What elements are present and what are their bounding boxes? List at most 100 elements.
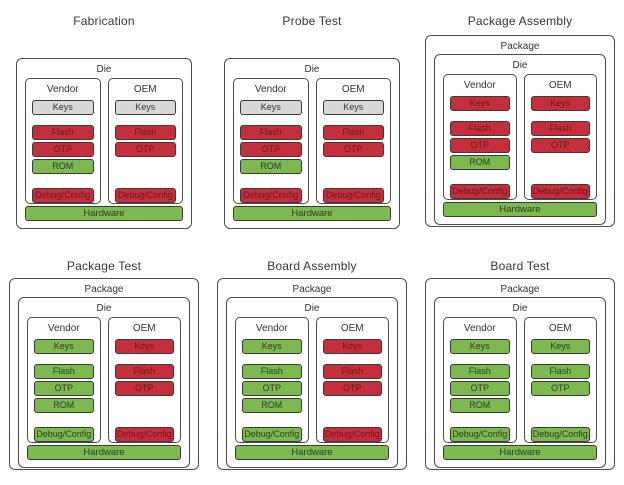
die-label: Die — [96, 303, 112, 314]
vendor-flash-block: Flash — [240, 125, 302, 140]
oem-box: OEM Keys Flash OTP ROM Debug/Config — [315, 317, 389, 443]
hardware-block: Hardware — [443, 202, 597, 217]
oem-debug-config-block: Debug/Config — [114, 427, 174, 442]
vendor-box: Vendor Keys Flash OTP ROM Debug/Config — [233, 78, 309, 204]
vendor-keys-block: Keys — [450, 96, 510, 111]
stage-title: Package Test — [66, 259, 142, 273]
vendor-rom-block: ROM — [240, 159, 302, 174]
package-box: Package Die Vendor Keys Flash OTP ROM De… — [16, 58, 192, 229]
oem-label: OEM — [341, 84, 365, 95]
oem-otp-block: OTP — [530, 138, 590, 153]
oem-keys-block: Keys — [322, 339, 382, 354]
stage-title: Probe Test — [282, 14, 342, 28]
vendor-keys-block: Keys — [240, 100, 302, 115]
oem-label: OEM — [133, 84, 157, 95]
oem-keys-block: Keys — [114, 339, 174, 354]
stage-cell: Board Test Package Die Vendor Keys Flash… — [416, 243, 624, 485]
die-columns: Vendor Keys Flash OTP ROM Debug/Config O… — [443, 74, 597, 200]
vendor-otp-block: OTP — [32, 142, 94, 157]
vendor-debug-config-block: Debug/Config — [450, 184, 510, 199]
vendor-label: Vendor — [463, 323, 496, 334]
oem-otp-block: OTP — [322, 142, 384, 157]
oem-otp-block: OTP — [114, 381, 174, 396]
vendor-label: Vendor — [255, 323, 288, 334]
hardware-block: Hardware — [233, 206, 391, 221]
die-label: Die — [512, 60, 528, 71]
package-label: Package — [292, 284, 332, 295]
vendor-otp-block: OTP — [450, 381, 510, 396]
oem-label: OEM — [132, 323, 156, 334]
die-label: Die — [304, 64, 320, 75]
oem-keys-block: Keys — [114, 100, 176, 115]
die-box: Die Vendor Keys Flash OTP ROM Debug/Conf… — [226, 297, 398, 468]
package-label: Package — [84, 284, 124, 295]
die-box: Die Vendor Keys Flash OTP ROM Debug/Conf… — [224, 58, 400, 229]
die-columns: Vendor Keys Flash OTP ROM Debug/Config O… — [25, 78, 183, 204]
vendor-debug-config-block: Debug/Config — [32, 188, 94, 203]
vendor-box: Vendor Keys Flash OTP ROM Debug/Config — [27, 317, 101, 443]
vendor-label: Vendor — [47, 323, 80, 334]
oem-flash-block: Flash — [530, 364, 590, 379]
die-columns: Vendor Keys Flash OTP ROM Debug/Config O… — [443, 317, 597, 443]
stage-cell: Package Assembly Package Die Vendor Keys… — [416, 0, 624, 243]
stage-cell: Package Test Package Die Vendor Keys Fla… — [0, 243, 208, 485]
oem-box: OEM Keys Flash OTP ROM Debug/Config — [523, 74, 597, 200]
oem-otp-block: OTP — [322, 381, 382, 396]
vendor-flash-block: Flash — [450, 121, 510, 136]
package-box: Package Die Vendor Keys Flash OTP ROM De… — [9, 278, 199, 470]
oem-box: OEM Keys Flash OTP ROM Debug/Config — [107, 317, 181, 443]
die-box: Die Vendor Keys Flash OTP ROM Debug/Conf… — [434, 54, 606, 225]
vendor-otp-block: OTP — [450, 138, 510, 153]
package-box: Package Die Vendor Keys Flash OTP ROM De… — [425, 278, 615, 470]
vendor-rom-block: ROM — [242, 398, 302, 413]
oem-box: OEM Keys Flash OTP ROM Debug/Config — [315, 78, 391, 204]
oem-box: OEM Keys Flash OTP ROM Debug/Config — [107, 78, 183, 204]
diagram-row-top: Fabrication Package Die Vendor Keys Flas… — [16, 0, 624, 243]
die-box: Die Vendor Keys Flash OTP ROM Debug/Conf… — [16, 58, 192, 229]
vendor-rom-block: ROM — [32, 159, 94, 174]
oem-flash-block: Flash — [114, 364, 174, 379]
package-box: Package Die Vendor Keys Flash OTP ROM De… — [425, 35, 615, 227]
vendor-debug-config-block: Debug/Config — [34, 427, 94, 442]
package-label: Package — [500, 41, 540, 52]
vendor-otp-block: OTP — [34, 381, 94, 396]
vendor-label: Vendor — [46, 84, 79, 95]
vendor-otp-block: OTP — [240, 142, 302, 157]
die-columns: Vendor Keys Flash OTP ROM Debug/Config O… — [235, 317, 389, 443]
oem-keys-block: Keys — [530, 339, 590, 354]
diagram-row-bottom: Package Test Package Die Vendor Keys Fla… — [0, 243, 624, 485]
oem-flash-block: Flash — [530, 121, 590, 136]
stage-cell: Probe Test Package Die Vendor Keys Flash… — [208, 0, 416, 243]
vendor-label: Vendor — [254, 84, 287, 95]
vendor-flash-block: Flash — [34, 364, 94, 379]
vendor-debug-config-block: Debug/Config — [240, 188, 302, 203]
stage-cell: Board Assembly Package Die Vendor Keys F… — [208, 243, 416, 485]
oem-label: OEM — [548, 80, 572, 91]
oem-keys-block: Keys — [530, 96, 590, 111]
vendor-otp-block: OTP — [242, 381, 302, 396]
vendor-keys-block: Keys — [34, 339, 94, 354]
oem-debug-config-block: Debug/Config — [530, 427, 590, 442]
vendor-rom-block: ROM — [450, 155, 510, 170]
oem-label: OEM — [340, 323, 364, 334]
hardware-block: Hardware — [443, 445, 597, 460]
oem-flash-block: Flash — [322, 125, 384, 140]
package-box: Package Die Vendor Keys Flash OTP ROM De… — [217, 278, 407, 470]
vendor-rom-block: ROM — [34, 398, 94, 413]
oem-flash-block: Flash — [322, 364, 382, 379]
oem-label: OEM — [548, 323, 572, 334]
oem-debug-config-block: Debug/Config — [322, 188, 384, 203]
hardware-block: Hardware — [25, 206, 183, 221]
vendor-label: Vendor — [463, 80, 496, 91]
oem-flash-block: Flash — [114, 125, 176, 140]
die-label: Die — [304, 303, 320, 314]
vendor-flash-block: Flash — [450, 364, 510, 379]
vendor-rom-block: ROM — [450, 398, 510, 413]
oem-otp-block: OTP — [114, 142, 176, 157]
vendor-keys-block: Keys — [32, 100, 94, 115]
die-label: Die — [96, 64, 112, 75]
oem-debug-config-block: Debug/Config — [530, 184, 590, 199]
oem-debug-config-block: Debug/Config — [114, 188, 176, 203]
vendor-flash-block: Flash — [32, 125, 94, 140]
